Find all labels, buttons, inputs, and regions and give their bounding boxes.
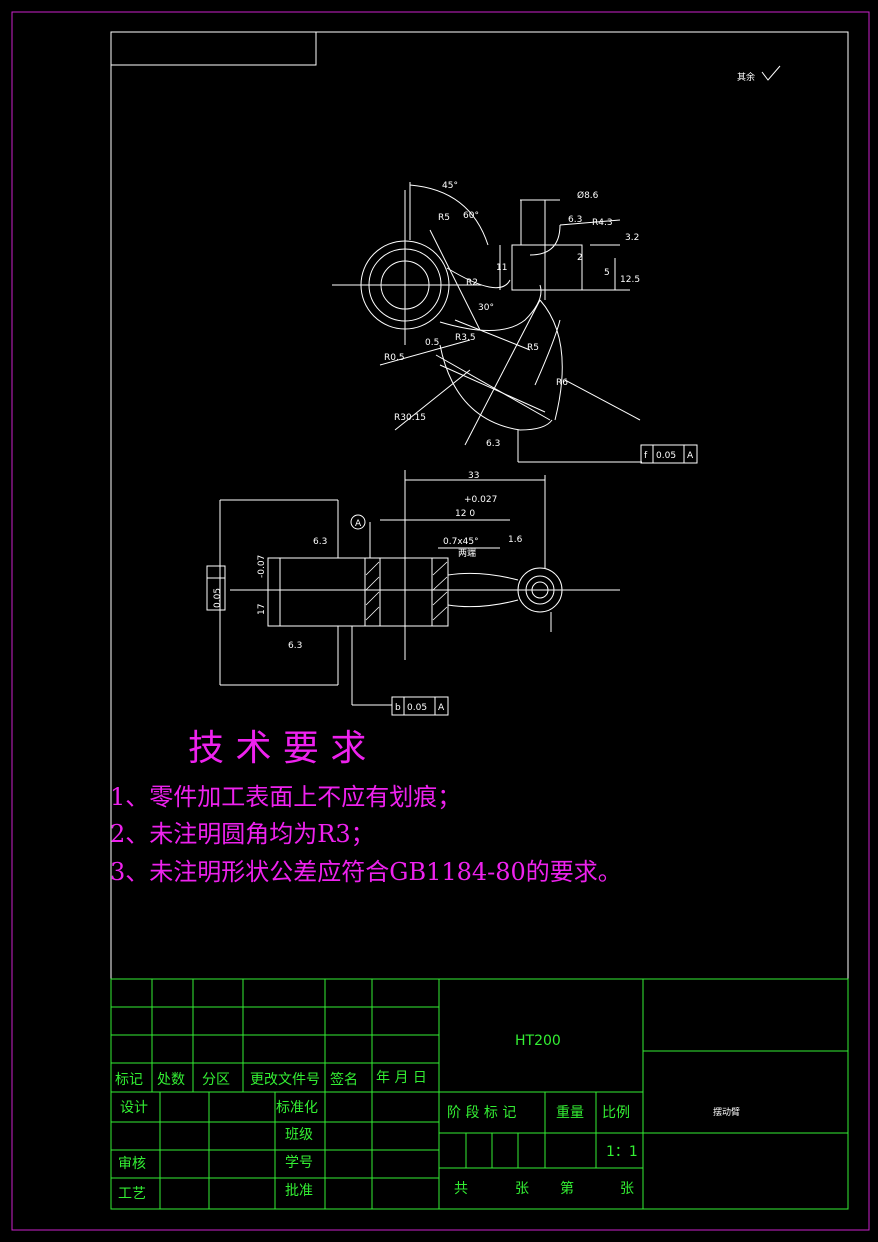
svg-text:30°: 30°: [478, 303, 494, 313]
svg-text:班级: 班级: [285, 1127, 313, 1143]
tolerance-frame-side: 0.05: [206, 565, 226, 611]
section-view: [219, 470, 620, 706]
svg-text:6.3: 6.3: [288, 641, 302, 651]
title-block-text: HT200 摆动臂 标记 处数 分区 更改文件号 签名 年 月 日 设计 标准化…: [115, 1033, 740, 1202]
tech-requirements-title: 技 术 要 求: [188, 728, 366, 769]
svg-text:比例: 比例: [602, 1105, 630, 1121]
svg-text:R5: R5: [438, 213, 450, 223]
tolerance-frame-f: f 0.05 A: [640, 444, 698, 464]
svg-text:Ø8.6: Ø8.6: [577, 190, 599, 201]
svg-text:审核: 审核: [118, 1156, 146, 1172]
sheet-border: [11, 11, 870, 1231]
svg-text:两端: 两端: [458, 547, 476, 559]
svg-text:17: 17: [257, 604, 267, 615]
svg-text:b: b: [395, 703, 401, 713]
svg-text:1.6: 1.6: [508, 535, 523, 545]
svg-text:工艺: 工艺: [118, 1186, 146, 1202]
svg-text:R30.15: R30.15: [394, 413, 426, 423]
svg-text:A: A: [687, 451, 694, 461]
svg-text:3.2: 3.2: [625, 233, 639, 243]
svg-text:2: 2: [577, 253, 583, 263]
svg-text:学号: 学号: [285, 1155, 313, 1171]
svg-text:处数: 处数: [157, 1072, 185, 1088]
svg-text:5: 5: [604, 268, 610, 278]
svg-text:更改文件号: 更改文件号: [250, 1072, 320, 1088]
svg-text:45°: 45°: [442, 181, 458, 191]
surface-finish-note: 其余: [737, 65, 781, 83]
svg-text:年 月 日: 年 月 日: [376, 1070, 427, 1086]
svg-text:12 0: 12 0: [455, 509, 475, 519]
svg-text:签名: 签名: [330, 1071, 358, 1088]
drawing-frame: [110, 31, 849, 1210]
svg-text:f: f: [644, 451, 648, 461]
svg-text:R4.3: R4.3: [592, 218, 613, 228]
svg-text:第: 第: [560, 1180, 574, 1197]
part-name: 摆动臂: [713, 1106, 740, 1118]
svg-text:共: 共: [454, 1181, 468, 1197]
svg-text:批准: 批准: [285, 1183, 313, 1199]
svg-text:11: 11: [496, 263, 507, 273]
svg-text:R0.5: R0.5: [384, 353, 405, 363]
svg-text:其余: 其余: [737, 71, 755, 83]
tech-requirement-3: 3、未注明形状公差应符合GB1184-80的要求。: [110, 858, 622, 886]
svg-text:33: 33: [468, 471, 479, 481]
tech-requirement-2: 2、未注明圆角均为R3；: [110, 820, 375, 848]
svg-text:张: 张: [515, 1181, 529, 1197]
front-view: [332, 182, 642, 463]
svg-text:A: A: [438, 703, 445, 713]
svg-text:R5: R5: [527, 343, 539, 353]
svg-text:1：1: 1：1: [606, 1144, 638, 1160]
svg-text:0.05: 0.05: [656, 451, 676, 461]
svg-text:+0.027: +0.027: [464, 495, 497, 505]
svg-text:A: A: [355, 519, 362, 529]
svg-text:分区: 分区: [202, 1072, 230, 1088]
svg-text:6.3: 6.3: [486, 439, 500, 449]
svg-text:6.3: 6.3: [568, 215, 582, 225]
svg-text:R3.5: R3.5: [455, 333, 476, 343]
svg-text:张: 张: [620, 1181, 634, 1197]
front-view-dimensions: 45° 60° R5 R2 R3.5 Ø8.6 R4.3 11 2 5 30° …: [384, 181, 640, 449]
title-block-grid: [110, 978, 849, 1210]
svg-text:60°: 60°: [463, 211, 479, 221]
svg-text:-0.07: -0.07: [257, 555, 267, 578]
tolerance-frame-b: b 0.05 A: [391, 696, 449, 716]
svg-text:12.5: 12.5: [620, 275, 640, 285]
datum-a-symbol: A: [350, 514, 366, 530]
svg-text:重量: 重量: [556, 1105, 584, 1121]
svg-text:0.7x45°: 0.7x45°: [443, 537, 479, 547]
svg-text:0.05: 0.05: [407, 703, 427, 713]
svg-text:R6: R6: [556, 378, 568, 388]
svg-text:6.3: 6.3: [313, 537, 327, 547]
svg-text:R2: R2: [466, 278, 478, 288]
svg-text:阶 段 标 记: 阶 段 标 记: [447, 1105, 516, 1121]
svg-text:设计: 设计: [120, 1100, 148, 1116]
svg-text:标准化: 标准化: [276, 1100, 318, 1116]
svg-text:0.05: 0.05: [213, 588, 223, 608]
section-view-dimensions: 33 +0.027 12 0 0.7x45° 两端 17 -0.07 6.3 6…: [257, 471, 523, 651]
tech-requirement-1: 1、零件加工表面上不应有划痕；: [110, 783, 461, 811]
svg-text:HT200: HT200: [515, 1033, 561, 1049]
section-hatch: [365, 561, 448, 621]
top-left-box: [111, 32, 317, 66]
svg-text:标记: 标记: [115, 1072, 143, 1088]
svg-text:0.5: 0.5: [425, 338, 439, 348]
